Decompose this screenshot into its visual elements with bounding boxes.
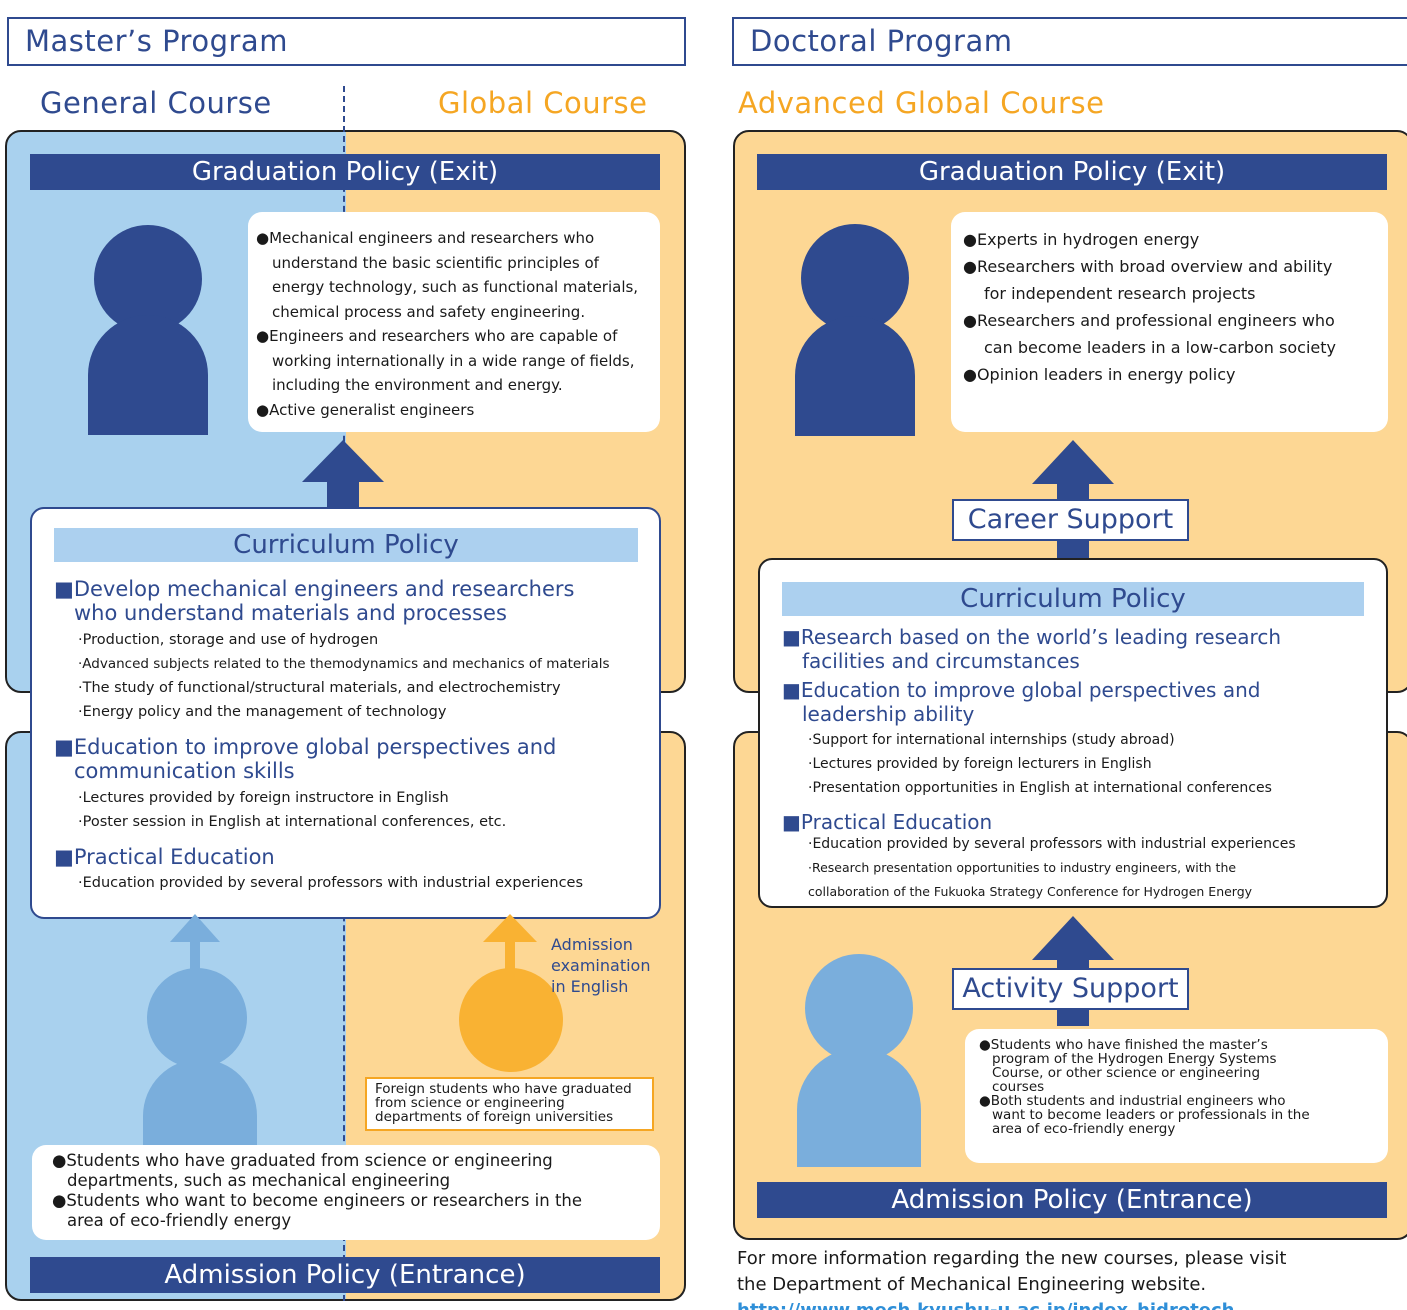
domestic-student-person-icon bbox=[137, 966, 263, 1170]
grad-item: ●Active generalist engineers bbox=[256, 400, 475, 419]
grad-item: energy technology, such as functional ma… bbox=[272, 278, 639, 296]
grad-item: ●Mechanical engineers and researchers wh… bbox=[256, 229, 595, 247]
admission-item: want to become leaders or professionals … bbox=[992, 1107, 1310, 1123]
admission-item: area of eco-friendly energy bbox=[992, 1121, 1176, 1137]
curriculum-item: ·Energy policy and the management of tec… bbox=[78, 704, 447, 720]
masters-curriculum-box: Curriculum Policy ■Develop mechanical en… bbox=[30, 507, 661, 919]
curriculum-heading: ■Education to improve global perspective… bbox=[54, 735, 557, 759]
masters-curriculum-title: Curriculum Policy bbox=[54, 528, 638, 562]
curriculum-item: ·Lectures provided by foreign instructor… bbox=[78, 790, 449, 806]
footer-line: For more information regarding the new c… bbox=[737, 1248, 1287, 1269]
curriculum-heading: facilities and circumstances bbox=[802, 649, 1080, 673]
curriculum-heading: who understand materials and processes bbox=[74, 601, 507, 625]
grad-item: can become leaders in a low-carbon socie… bbox=[984, 338, 1336, 357]
curriculum-item: ·Advanced subjects related to the themod… bbox=[78, 656, 610, 672]
curriculum-heading: ■Education to improve global perspective… bbox=[782, 678, 1261, 702]
doctoral-curriculum-box: Curriculum Policy ■Research based on the… bbox=[758, 558, 1388, 908]
curriculum-heading: leadership ability bbox=[802, 702, 975, 726]
grad-item: working internationally in a wide range … bbox=[272, 351, 635, 370]
curriculum-item: ·Lectures provided by foreign lecturers … bbox=[808, 756, 1152, 772]
curriculum-heading: communication skills bbox=[74, 759, 295, 783]
admission-item: ●Students who want to become engineers o… bbox=[52, 1191, 583, 1210]
foreign-students-box: Foreign students who have graduated from… bbox=[365, 1077, 654, 1131]
activity-support-label: Activity Support bbox=[952, 968, 1189, 1010]
admission-item: area of eco-friendly energy bbox=[67, 1211, 292, 1230]
doctoral-admission-title: Admission Policy (Entrance) bbox=[757, 1182, 1387, 1218]
up-arrow-icon bbox=[170, 914, 220, 978]
masters-admission-box: ●Students who have graduated from scienc… bbox=[32, 1145, 660, 1240]
doctoral-graduation-title: Graduation Policy (Exit) bbox=[757, 154, 1387, 190]
admission-item: Course, or other science or engineering bbox=[992, 1065, 1261, 1081]
grad-item: understand the basic scientific principl… bbox=[272, 253, 599, 272]
grad-item: ●Opinion leaders in energy policy bbox=[963, 365, 1236, 384]
general-course-label: General Course bbox=[40, 86, 272, 120]
grad-item: ●Researchers and professional engineers … bbox=[963, 311, 1335, 330]
admission-item: ●Both students and industrial engineers … bbox=[979, 1093, 1286, 1109]
curriculum-heading: ■Research based on the world’s leading r… bbox=[782, 625, 1281, 649]
masters-program-title: Master’s Program bbox=[7, 17, 686, 66]
up-arrow-icon bbox=[483, 914, 537, 978]
curriculum-item: ·Support for international internships (… bbox=[808, 732, 1175, 748]
grad-item: chemical process and safety engineering. bbox=[272, 302, 586, 321]
doctoral-admission-box: ●Students who have finished the master’s… bbox=[965, 1029, 1388, 1163]
footer-text: For more information regarding the new c… bbox=[737, 1246, 1407, 1310]
admission-item: program of the Hydrogen Energy Systems bbox=[992, 1051, 1277, 1067]
global-course-label: Global Course bbox=[438, 86, 648, 120]
curriculum-item: ·Poster session in English at internatio… bbox=[78, 814, 507, 830]
admission-exam-note: Admission examination in English bbox=[551, 935, 651, 996]
masters-admission-title: Admission Policy (Entrance) bbox=[30, 1257, 660, 1293]
footer-link[interactable]: http://www.mech.kyushu-u.ac.jp/index_hid… bbox=[737, 1298, 1407, 1310]
admission-item: ●Students who have finished the master’s bbox=[979, 1037, 1268, 1053]
curriculum-item: ·Research presentation opportunities to … bbox=[808, 860, 1237, 875]
masters-graduation-title: Graduation Policy (Exit) bbox=[30, 154, 660, 190]
curriculum-item: ·Education provided by several professor… bbox=[808, 836, 1296, 852]
admission-item: departments, such as mechanical engineer… bbox=[67, 1171, 451, 1190]
advanced-global-course-label: Advanced Global Course bbox=[738, 86, 1105, 120]
doctoral-curriculum-title: Curriculum Policy bbox=[782, 582, 1364, 616]
grad-item: ●Experts in hydrogen energy bbox=[963, 230, 1200, 249]
curriculum-heading: ■Practical Education bbox=[54, 845, 275, 869]
curriculum-item: ·Production, storage and use of hydrogen bbox=[78, 632, 379, 648]
doctoral-program-title: Doctoral Program bbox=[732, 17, 1407, 66]
masters-graduation-box: ●Mechanical engineers and researchers wh… bbox=[248, 212, 660, 432]
foreign-student-person-icon bbox=[455, 966, 571, 1080]
curriculum-heading: ■Develop mechanical engineers and resear… bbox=[54, 577, 575, 601]
admission-item: ●Students who have graduated from scienc… bbox=[52, 1151, 553, 1170]
doctoral-graduation-box: ●Experts in hydrogen energy ●Researchers… bbox=[951, 212, 1388, 432]
curriculum-item: collaboration of the Fukuoka Strategy Co… bbox=[808, 884, 1253, 899]
career-support-label: Career Support bbox=[952, 499, 1189, 541]
footer-line: the Department of Mechanical Engineering… bbox=[737, 1274, 1207, 1295]
graduate-person-icon bbox=[787, 224, 927, 440]
graduate-person-icon bbox=[78, 225, 218, 439]
curriculum-heading: ■Practical Education bbox=[782, 810, 993, 834]
applicant-person-icon bbox=[787, 952, 933, 1171]
grad-item: for independent research projects bbox=[984, 284, 1256, 303]
curriculum-item: ·Presentation opportunities in English a… bbox=[808, 780, 1272, 796]
curriculum-item: ·The study of functional/structural mate… bbox=[78, 680, 561, 696]
grad-item: ●Engineers and researchers who are capab… bbox=[256, 327, 618, 345]
curriculum-item: ·Education provided by several professor… bbox=[78, 875, 584, 891]
up-arrow-icon bbox=[302, 440, 384, 516]
grad-item: ●Researchers with broad overview and abi… bbox=[963, 257, 1333, 276]
grad-item: including the environment and energy. bbox=[272, 376, 563, 394]
admission-item: courses bbox=[992, 1079, 1045, 1095]
